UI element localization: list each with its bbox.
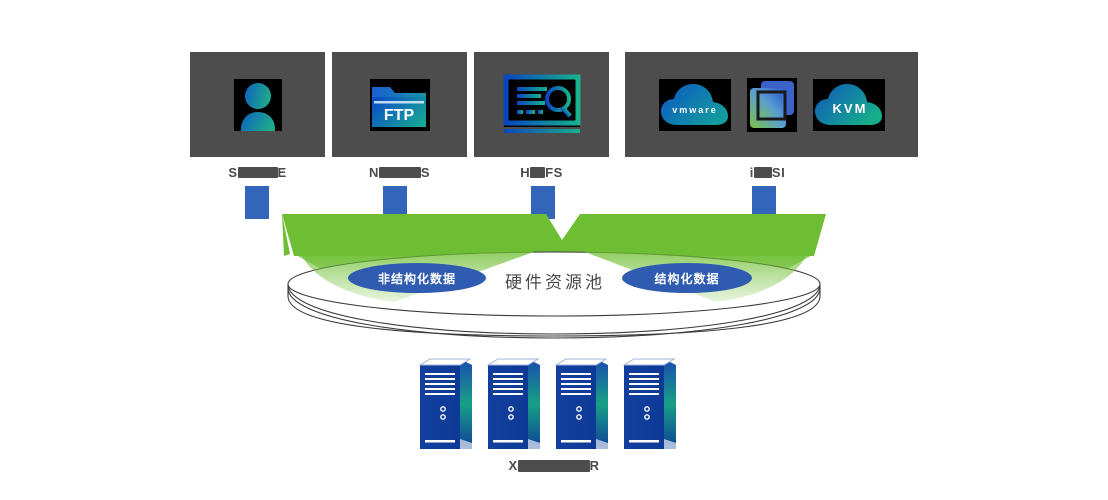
source-panel-nfs: FTP <box>332 52 467 157</box>
source-label-smb-suffix: E <box>277 165 287 180</box>
vmware-cloud-icon: vmware <box>658 78 731 131</box>
pool-title-text: 硬件资源池 <box>505 273 605 292</box>
source-panel-hdfs <box>474 52 609 157</box>
connector-stem-iscsi <box>752 186 776 219</box>
source-panel-iscsi: vmware KVM <box>625 52 918 157</box>
connector-stem-hdfs <box>531 186 555 219</box>
source-label-smb: S E <box>190 165 325 180</box>
source-label-nfs-suffix: S <box>420 165 431 180</box>
server-cluster <box>418 358 676 449</box>
source-label-nfs: N S <box>332 165 467 180</box>
source-label-hdfs: H FS <box>474 165 609 180</box>
source-label-hdfs-suffix: FS <box>545 165 563 180</box>
ftp-folder-icon: FTP <box>369 78 430 131</box>
source-label-iscsi-redaction <box>753 167 772 178</box>
server-unit <box>622 358 676 449</box>
server-cluster-label: X R <box>0 458 1108 473</box>
data-search-monitor-icon <box>503 74 580 133</box>
source-label-iscsi-suffix: SI <box>771 165 786 180</box>
user-avatar-icon <box>233 78 282 131</box>
ftp-folder-label: FTP <box>383 107 414 124</box>
source-label-iscsi-prefix: i <box>749 165 754 180</box>
vmware-label: vmware <box>672 105 718 115</box>
kvm-cloud-icon: KVM <box>812 78 885 131</box>
server-unit <box>554 358 608 449</box>
server-cluster-label-redaction <box>517 460 590 472</box>
server-unit <box>486 358 540 449</box>
server-unit <box>418 358 472 449</box>
connector-stem-smb <box>245 186 269 219</box>
source-label-smb-redaction <box>237 167 278 178</box>
source-panel-smb <box>190 52 325 157</box>
server-cluster-label-prefix: X <box>508 458 518 473</box>
windows-squares-icon <box>746 77 797 132</box>
kvm-label: KVM <box>832 101 867 116</box>
source-label-hdfs-redaction <box>530 167 546 178</box>
server-cluster-label-suffix: R <box>589 458 600 473</box>
source-label-nfs-prefix: N <box>368 165 379 180</box>
unstructured-data-label: 非结构化数据 <box>377 271 456 286</box>
pool-title: 硬件资源池 <box>505 268 605 293</box>
source-label-nfs-redaction <box>378 167 421 178</box>
source-label-hdfs-prefix: H <box>520 165 531 180</box>
structured-data-label: 结构化数据 <box>654 271 720 286</box>
source-label-iscsi: i SI <box>700 165 835 180</box>
structured-data-bubble: 结构化数据 <box>622 263 752 293</box>
source-label-smb-prefix: S <box>228 165 238 180</box>
connector-stem-nfs <box>383 186 407 219</box>
unstructured-data-bubble: 非结构化数据 <box>348 263 486 293</box>
